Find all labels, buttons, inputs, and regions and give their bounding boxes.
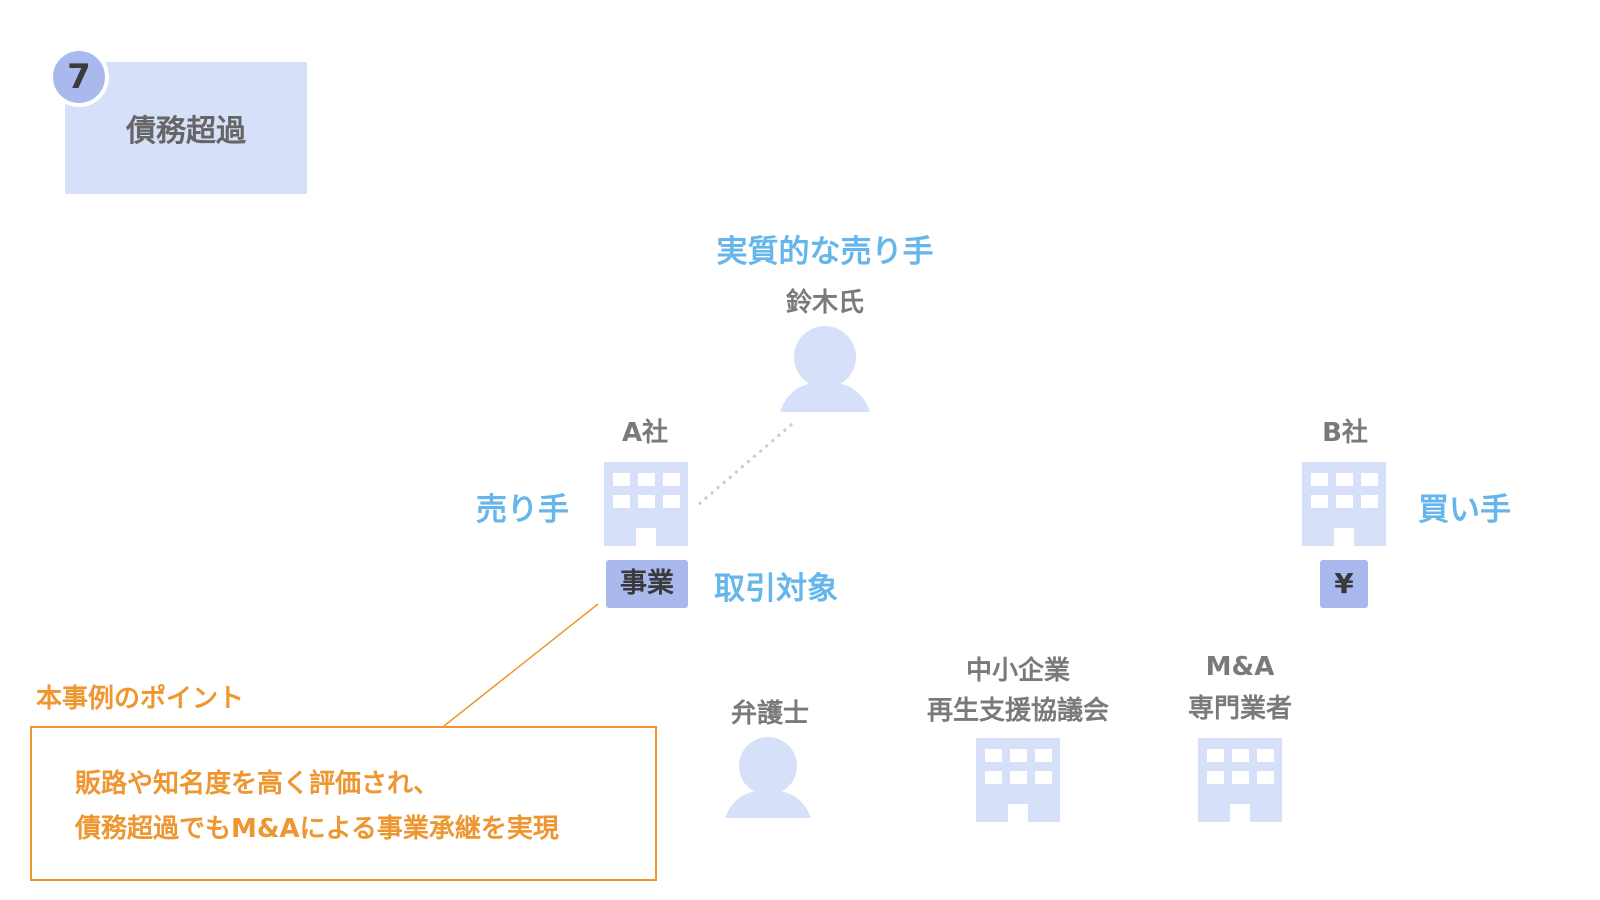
building-icon-ma-advisor	[1198, 738, 1282, 822]
council-label-line2: 再生支援協議会	[926, 696, 1109, 726]
person-icon-suzuki	[780, 326, 870, 412]
lawyer-label: 弁護士	[730, 699, 809, 729]
buyer-role-label: 買い手	[1418, 492, 1511, 528]
council-label-line1: 中小企業	[965, 656, 1070, 686]
seller-role-label: 売り手	[476, 492, 569, 528]
transaction-target-label: 取引対象	[714, 571, 838, 607]
building-icon-council	[976, 738, 1060, 822]
payment-yen-tag: ¥	[1320, 560, 1368, 608]
ma-advisor-label-line2: 専門業者	[1187, 694, 1292, 724]
case-number-badge: 7	[49, 47, 109, 107]
point-line-2: 債務超過でもM&Aによる事業承継を実現	[75, 814, 559, 844]
person-name-suzuki: 鈴木氏	[785, 288, 864, 318]
case-title: 債務超過	[126, 114, 246, 149]
point-line-1: 販路や知名度を高く評価され、	[75, 769, 440, 799]
point-heading: 本事例のポイント	[36, 684, 245, 714]
real-seller-label: 実質的な売り手	[716, 234, 934, 270]
point-box	[30, 726, 657, 881]
company-a-name: A社	[621, 418, 669, 448]
ma-advisor-label-line1: M&A	[1205, 652, 1275, 682]
building-icon-company-a	[604, 462, 688, 546]
company-b-name: B社	[1322, 418, 1368, 448]
person-icon-lawyer	[725, 737, 811, 818]
building-icon-company-b	[1302, 462, 1386, 546]
business-tag: 事業	[606, 560, 688, 608]
